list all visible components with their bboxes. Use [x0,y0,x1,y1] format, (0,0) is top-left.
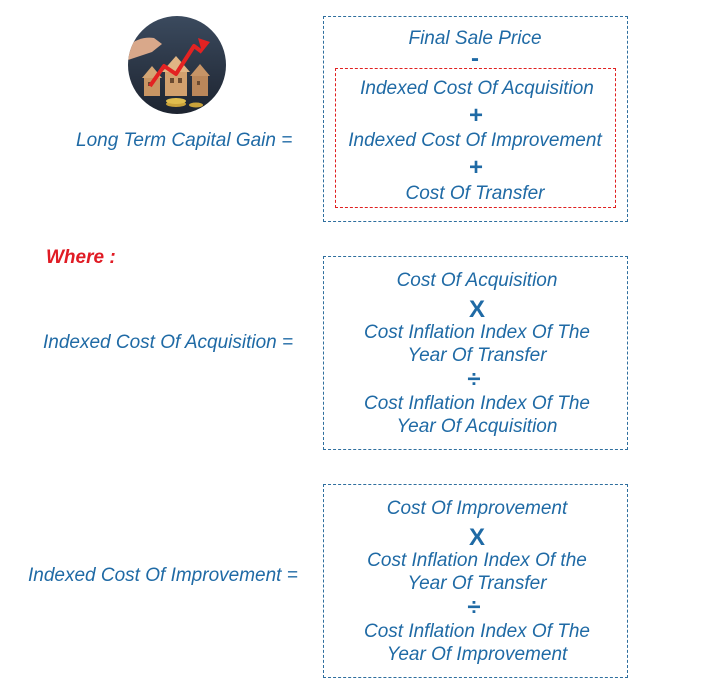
cii-improvement-line1: Cost Inflation Index Of The [363,621,591,642]
cost-of-acquisition: Cost Of Acquisition [396,270,558,291]
cii-transfer-line2: Year Of Transfer [407,345,547,366]
final-sale-price: Final Sale Price [408,28,542,49]
cost-of-transfer-term: Cost Of Transfer [405,183,545,204]
plus-operator: + [468,154,484,181]
plus-operator: + [468,102,484,129]
ici-label: Indexed Cost Of Improvement = [28,565,298,586]
ica-label: Indexed Cost Of Acquisition = [43,332,294,353]
houses-rising-graph-icon [128,16,226,114]
ltcg-label: Long Term Capital Gain = [76,130,293,151]
cii-acquisition-line2: Year Of Acquisition [396,416,558,437]
cii-improvement-line2: Year Of Improvement [386,644,568,665]
ici-formula-box [323,484,628,678]
divide-operator: ÷ [467,594,481,621]
cii-transfer-line1: Cost Inflation Index Of the [367,550,587,571]
indexed-cost-acquisition-term: Indexed Cost Of Acquisition [360,78,594,99]
minus-operator: - [471,45,479,72]
indexed-costs-box [335,68,616,208]
cii-acquisition-line1: Cost Inflation Index Of The [363,393,591,414]
multiply-operator: X [468,524,486,551]
cost-of-improvement: Cost Of Improvement [386,498,568,519]
ica-formula-box [323,256,628,450]
where-label: Where : [46,247,116,268]
indexed-cost-improvement-term: Indexed Cost Of Improvement [348,130,602,151]
ltcg-formula-box [323,16,628,222]
multiply-operator: X [468,296,486,323]
cii-transfer-line1: Cost Inflation Index Of The [363,322,591,343]
cii-transfer-line2: Year Of Transfer [407,573,547,594]
divide-operator: ÷ [467,366,481,393]
